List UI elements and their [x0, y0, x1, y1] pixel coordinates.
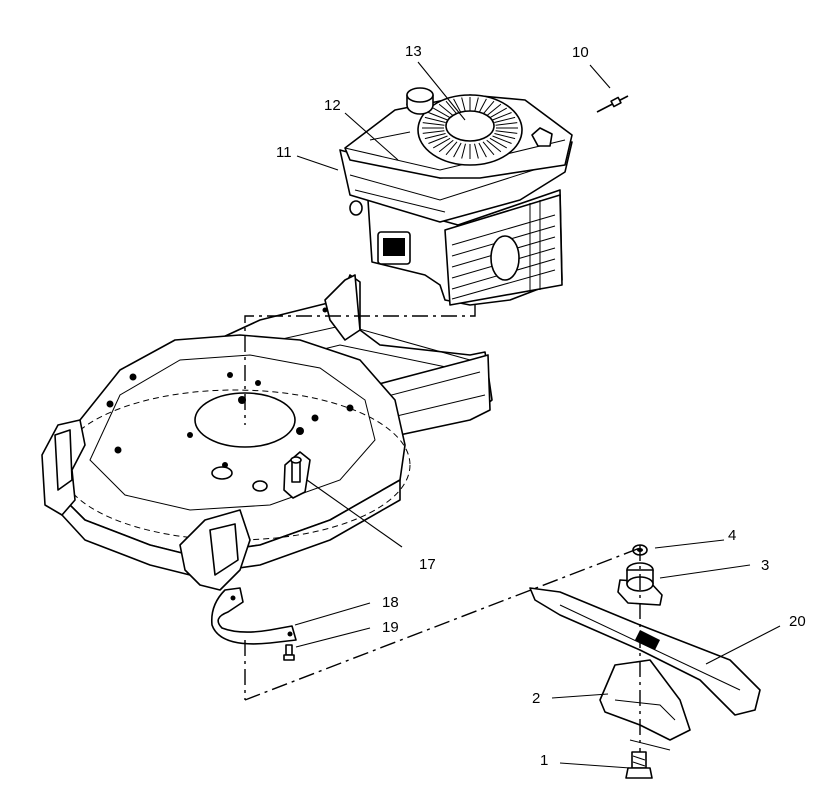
mower-deck [41, 274, 493, 591]
callout-1: 1 [540, 752, 548, 769]
callout-20: 20 [789, 613, 806, 630]
callout-3: 3 [761, 557, 769, 574]
callout-12: 12 [324, 97, 341, 114]
callout-17: 17 [419, 556, 436, 573]
leader-lines [294, 61, 781, 769]
callouts: 1 2 3 4 10 11 12 13 17 18 19 20 [276, 43, 806, 769]
screw-17 [283, 451, 311, 499]
callout-10: 10 [572, 44, 589, 61]
bracket-18 [210, 587, 297, 645]
blade-assembly [529, 544, 761, 779]
engine [339, 87, 573, 306]
callout-11: 11 [276, 144, 292, 161]
callout-2: 2 [532, 690, 540, 707]
callout-19: 19 [382, 619, 399, 636]
callout-4: 4 [728, 527, 736, 544]
screw-19 [283, 644, 295, 661]
callout-13: 13 [405, 43, 422, 60]
spark-plug-10 [596, 95, 629, 113]
alignment-lines [244, 305, 641, 701]
callout-18: 18 [382, 594, 399, 611]
